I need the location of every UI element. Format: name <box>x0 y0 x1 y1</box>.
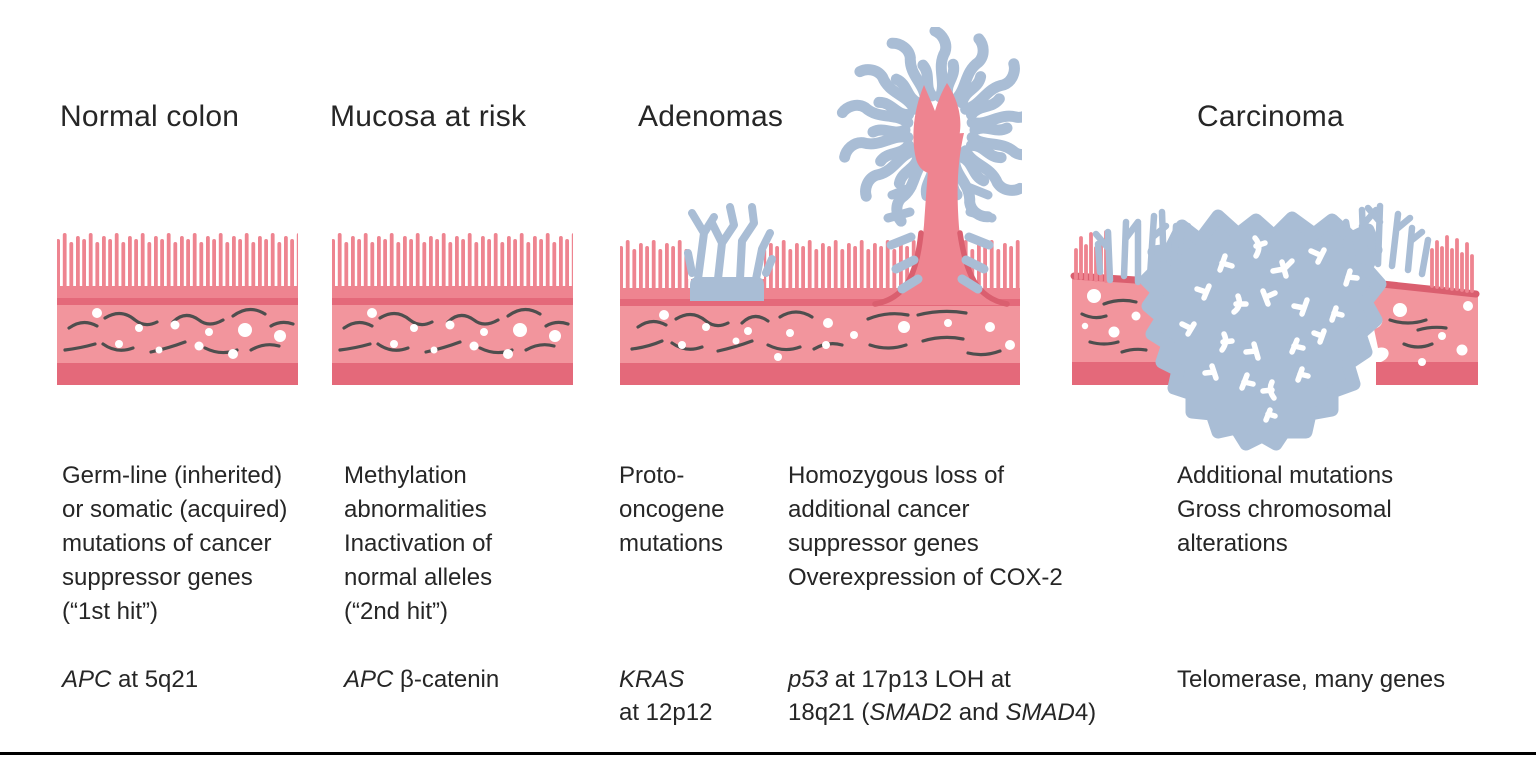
gene-note-normal-colon: APC at 5q21 <box>62 666 199 693</box>
adenomas-tissue-illustration <box>620 27 1022 385</box>
stage-title-adenomas: Adenomas <box>638 100 784 133</box>
villi-icon <box>1074 230 1108 283</box>
muscle-fiber-squiggles-icon <box>63 307 295 355</box>
mutation-note-mucosa-at-risk: Methylation abnormalities Inactivation o… <box>344 462 493 625</box>
cell-dots-icon <box>92 308 286 359</box>
polyp-head-core <box>913 83 961 174</box>
tumor-fronds-left-icon <box>1092 208 1192 286</box>
normal-colon-tissue-illustration <box>57 232 298 385</box>
stage-title-carcinoma: Carcinoma <box>1197 100 1344 133</box>
mutation-note-adenomas-late: Homozygous loss of additional cancer sup… <box>788 462 1063 591</box>
pedunculated-polyp-icon <box>842 31 1022 307</box>
stage-title-mucosa-at-risk: Mucosa at risk <box>330 100 527 133</box>
gene-note-adenomas-late: p53 at 17p13 LOH at 18q21 (SMAD2 and SMA… <box>788 666 1097 726</box>
figure-bottom-border <box>0 752 1536 755</box>
muscularis-layer <box>620 363 1020 385</box>
carcinoma-tissue-illustration <box>1070 202 1480 451</box>
malignant-gland-marks-icon <box>1179 235 1360 423</box>
polyp-stalk-rungs-icon <box>883 182 997 294</box>
muscularis-layer <box>332 363 573 385</box>
mutation-note-carcinoma: Additional mutations Gross chromosomal a… <box>1177 462 1394 557</box>
muscle-fiber-squiggles-icon <box>338 307 570 355</box>
tumor-fronds-right-icon <box>1328 202 1432 278</box>
mucosa-surface-line <box>57 298 298 305</box>
muscularis-layer <box>57 363 298 385</box>
mutation-note-normal-colon: Germ-line (inherited) or somatic (acquir… <box>62 462 288 625</box>
villi-icon <box>1430 235 1474 293</box>
cell-dots-icon <box>367 308 561 359</box>
mutation-note-adenomas-early: Proto- oncogene mutations <box>619 462 725 557</box>
right-mucosa-remnant <box>1366 235 1480 385</box>
stage-title-normal-colon: Normal colon <box>60 100 240 133</box>
mucosa-at-risk-tissue-illustration <box>332 232 573 385</box>
sessile-adenoma-icon <box>684 203 776 301</box>
gene-note-adenomas-early: KRAS at 12p12 <box>619 666 713 726</box>
cell-dots-icon <box>659 310 1015 361</box>
villi-icon <box>332 232 573 300</box>
gene-note-mucosa-at-risk: APC β-catenin <box>344 666 500 693</box>
muscle-fiber-squiggles-icon <box>630 309 1002 357</box>
polyp-stalk <box>874 133 1008 305</box>
mucosa-surface-line <box>620 299 1020 306</box>
submucosa-layer <box>620 306 1020 363</box>
carcinoma-mass-icon <box>1092 202 1432 451</box>
mucosa-surface-line <box>332 298 573 305</box>
villi-icon <box>57 232 298 300</box>
gene-note-carcinoma: Telomerase, many genes <box>1177 666 1446 693</box>
